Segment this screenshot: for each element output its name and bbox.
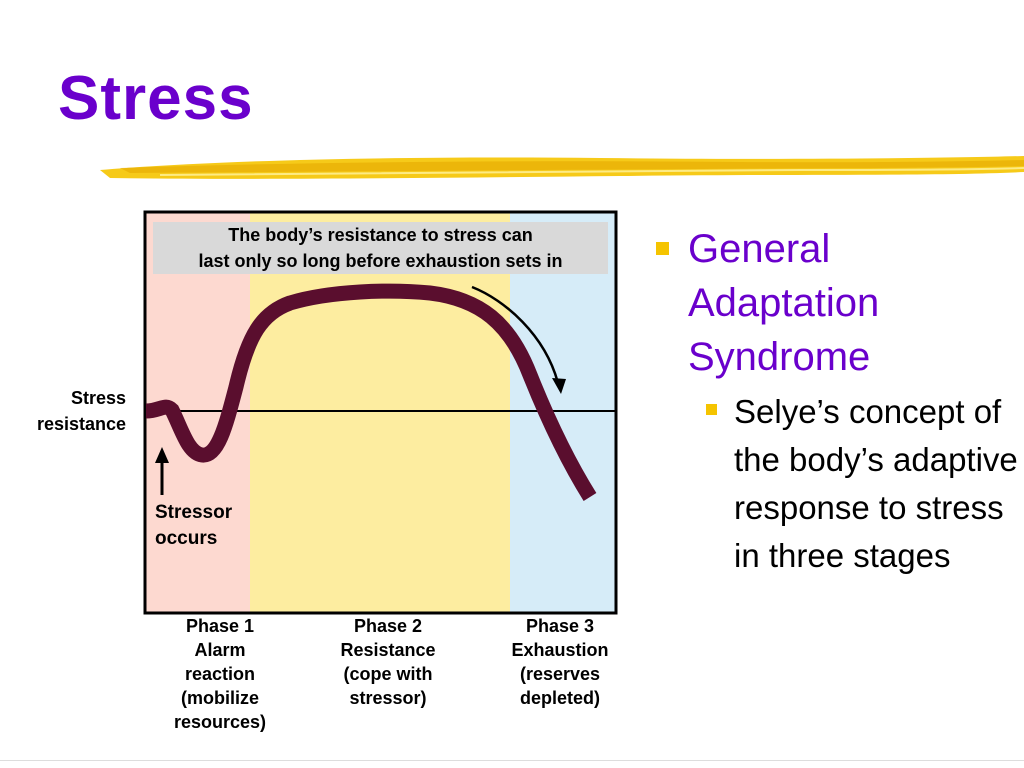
callout-line-2: last only so long before exhaustion sets… [198,251,563,271]
phase-3-label: Phase 3 Exhaustion (reserves depleted) [490,614,630,710]
y-axis-label: Stress resistance [0,385,126,437]
phase-2-label: Phase 2 Resistance (cope with stressor) [318,614,458,710]
phase-1-line-1: Phase 1 [185,616,255,636]
bullet-level-1: General Adaptation Syndrome [650,222,1020,384]
exhaustion-arrow [471,285,560,384]
square-bullet-icon [656,242,669,255]
bullet-level-2: Selye’s concept of the body’s adaptive r… [650,388,1020,580]
phase-3-line-3: (reserves [519,664,601,684]
phase-3-region [510,213,616,613]
bottom-rule [0,760,1024,761]
stressor-label-bg [150,495,248,555]
stressor-label-line-2: occurs [155,528,218,549]
phase-3-line-1: Phase 3 [525,616,595,636]
y-axis-label-line-1: Stress [70,388,126,408]
bullet-level-1-text: General Adaptation Syndrome [688,227,880,379]
stressor-arrowhead [155,447,169,463]
phase-1-label: Phase 1 Alarm reaction (mobilize resourc… [150,614,290,734]
y-axis-label-line-2: resistance [36,414,126,434]
stressor-label: Stressor occurs [155,500,232,552]
stressor-label-line-1: Stressor [155,502,233,523]
title-underline-brush [100,156,1024,179]
callout-line-1: The body’s resistance to stress can [228,225,533,245]
phase-1-line-2: Alarm [194,640,246,660]
phase-3-line-4: depleted) [519,688,600,708]
phase-2-line-3: (cope with [343,664,433,684]
phase-1-line-3: reaction [184,664,256,684]
phase-2-line-4: stressor) [349,688,427,708]
phase-2-line-2: Resistance [340,640,436,660]
resistance-curve [145,283,597,501]
bullet-list: General Adaptation Syndrome Selye’s conc… [650,222,1020,580]
phase-1-line-5: resources) [173,712,267,732]
slide-title: Stress [58,64,254,133]
gas-diagram [143,210,618,615]
phase-2-region [250,213,510,613]
square-bullet-icon [706,404,717,415]
exhaustion-arrowhead [552,378,566,394]
phase-3-line-2: Exhaustion [511,640,609,660]
callout-box: The body’s resistance to stress can last… [153,222,608,274]
phase-1-line-4: (mobilize [180,688,259,708]
diagram-frame [143,210,618,615]
bullet-level-2-text: Selye’s concept of the body’s adaptive r… [734,393,1018,574]
phase-2-line-1: Phase 2 [353,616,423,636]
